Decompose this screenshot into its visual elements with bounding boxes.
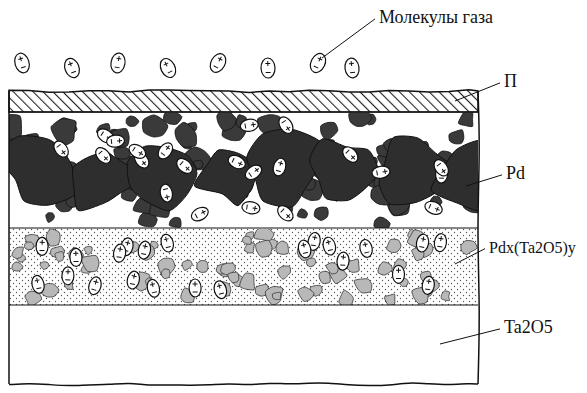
layer-label: П <box>503 72 518 92</box>
mixed-layer <box>9 228 478 305</box>
pd-layer <box>9 112 478 228</box>
layer-outline <box>9 91 479 386</box>
gas-molecules <box>12 51 451 300</box>
layer-stack <box>9 90 478 386</box>
layer-label: Pd <box>505 164 526 184</box>
protective-layer <box>9 90 478 112</box>
pd-grains <box>9 112 478 228</box>
substrate-layer <box>9 305 478 386</box>
leader-line <box>455 83 500 101</box>
leader-line <box>466 175 502 186</box>
leader-lines <box>322 19 502 344</box>
leader-line <box>440 329 500 344</box>
leader-line <box>455 249 485 264</box>
mixed-grains <box>12 229 477 305</box>
layer-label: Молекулы газа <box>378 8 494 28</box>
grains <box>0 108 512 307</box>
layer-label: Pdx(Ta2O5)y <box>488 239 577 257</box>
leader-line <box>322 19 375 58</box>
layer-label: Ta2O5 <box>503 318 554 338</box>
